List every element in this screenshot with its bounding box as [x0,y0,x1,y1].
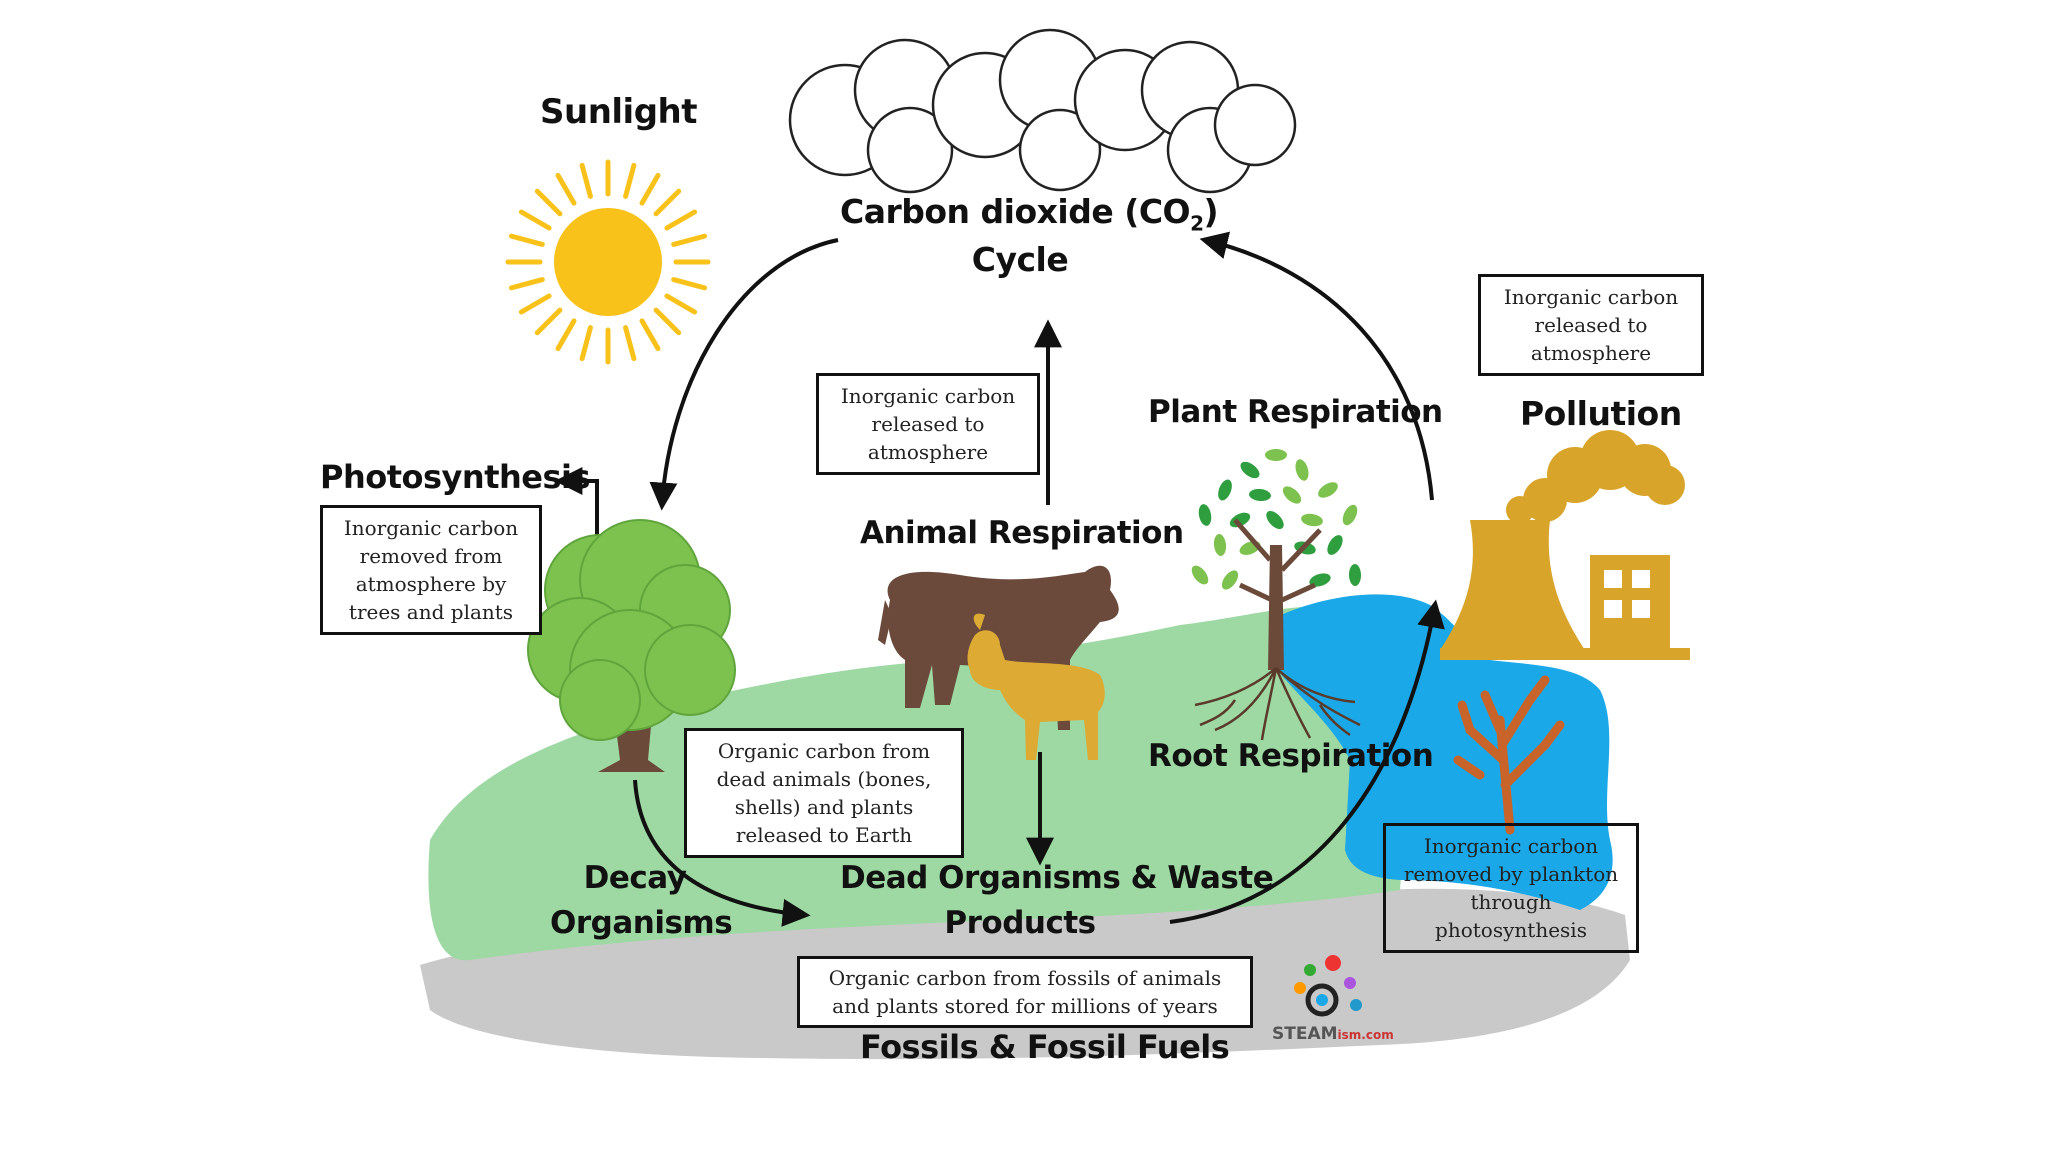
water [1270,594,1613,910]
logo-brand: STEAM [1272,1024,1338,1044]
sun-icon [505,159,711,365]
dead-organisms-info-box: Organic carbon from dead animals (bones,… [684,728,964,858]
co2-title-close: ) [1203,192,1219,231]
leaf [1309,573,1331,587]
decay-label-line2: Organisms [550,905,733,941]
leaf [1265,449,1287,461]
fossil-info-box: Organic carbon from fossils of animals a… [797,956,1253,1028]
arrow-photosynthesis-label [554,467,599,560]
leaf [1240,461,1260,479]
leaf [1327,535,1343,555]
arrow-to-atmosphere-right [1199,231,1434,501]
logo-suffix: ism.com [1337,1028,1394,1042]
steamism-logo-icon [1294,955,1362,1017]
factory-icon [1440,430,1690,660]
sun-ray [639,318,661,352]
root-respiration-label: Root Respiration [1148,738,1434,774]
leaf [1249,488,1271,502]
sun-ray [534,307,563,336]
sun-ray [534,188,563,217]
pollution-label: Pollution [1520,394,1682,433]
pollution-info-box: Inorganic carbon released to atmosphere [1478,274,1704,376]
leaf [1342,504,1358,526]
leaf [1218,479,1232,501]
goat-icon [967,613,1105,760]
plant-with-roots-icon [1191,449,1362,741]
tree-icon [527,519,736,772]
leaf [1282,486,1302,504]
sun-ray [671,233,708,247]
leaf [1221,570,1239,590]
cloud-icon [788,28,1297,194]
sun-ray [671,277,708,291]
sun-ray [518,209,552,231]
sun-ray [653,307,682,336]
sun-ray [508,233,545,247]
sun-ray [555,318,577,352]
animal-info-box: Inorganic carbon released to atmosphere [816,373,1040,475]
sun-ray [579,162,593,199]
arrow-decay [633,779,811,927]
arrow-to-photosynthesis [649,238,839,511]
dead-organisms-label-line2: Products [944,905,1096,941]
leaf [1266,510,1284,530]
plankton-info-box: Inorganic carbon removed by plankton thr… [1383,823,1639,953]
sun-ray [623,162,637,199]
leaf [1198,504,1212,526]
sun-ray [653,188,682,217]
steamism-logo-text: STEAMism.com [1272,1024,1394,1044]
co2-title: Carbon dioxide (CO2) [840,192,1219,236]
sun-ray [639,172,661,206]
co2-title-main: Carbon dioxide (CO [840,192,1191,231]
arrow-to-ocean [1169,599,1445,924]
plant-respiration-label: Plant Respiration [1148,394,1443,430]
photosynthesis-label: Photosynthesis [320,458,591,496]
sunlight-label: Sunlight [540,92,698,132]
sun-ray [623,325,637,362]
sun-ray [508,277,545,291]
sun-ray [579,325,593,362]
dead-organisms-label-line1: Dead Organisms & Waste [840,860,1274,896]
leaf [1191,565,1209,585]
decay-label-line1: Decay [583,860,687,896]
leaf [1348,564,1362,586]
sun-ray [555,172,577,206]
coral-icon [1453,675,1565,835]
sun-ray [518,293,552,315]
sun-ray [664,209,698,231]
leaf [1295,459,1309,481]
fossils-label: Fossils & Fossil Fuels [860,1028,1230,1066]
leaf [1213,534,1227,556]
leaf [1318,482,1338,498]
co2-subscript: 2 [1190,211,1204,236]
cycle-label: Cycle [971,240,1069,279]
animal-respiration-label: Animal Respiration [860,515,1184,551]
photosynthesis-info-box: Inorganic carbon removed from atmosphere… [320,505,542,635]
leaf [1301,513,1323,527]
sun-ray [664,293,698,315]
